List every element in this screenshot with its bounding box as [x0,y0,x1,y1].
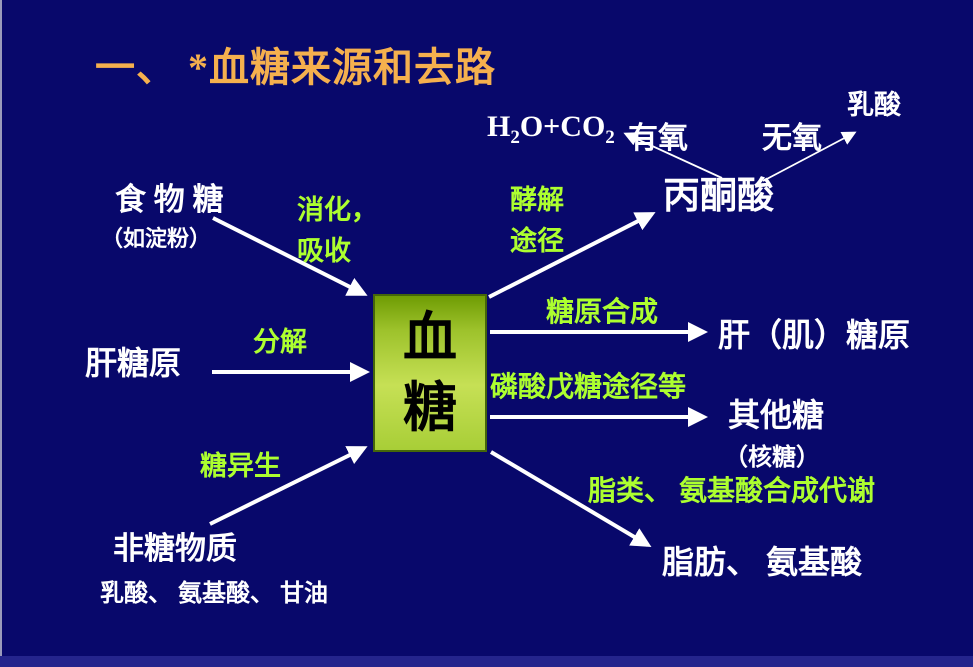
arrow-bloodsugar-to-fat [489,450,652,548]
food-sugar-note: （如淀粉） [101,226,212,251]
fat-amino-node: 脂肪、 氨基酸 [662,544,863,580]
h2o-subscript: 2 [605,127,615,148]
glycolysis-line2: 途径 [510,225,564,256]
arrow-pyruvate-to-h2o [623,132,723,179]
arrow-food-to-bloodsugar [212,216,368,296]
other-sugars-node: 其他糖 [728,397,825,433]
page-title: 一、 *血糖来源和去路 [95,45,496,90]
arrow-bloodsugar-to-pyruvate [488,212,656,299]
lipid-amino-synthesis-label: 脂类、 氨基酸合成代谢 [588,476,876,507]
liver-glycogen-source-node: 肝糖原 [85,345,182,381]
arrow-pyruvate-to-lactate [762,131,857,182]
anaerobic-label: 无氧 [762,122,822,155]
pentose-phosphate-label: 磷酸戊糖途径等 [490,372,687,403]
digestion-absorption-label: 消化， 吸收 [297,190,378,271]
non-sugar-note: 乳酸、 氨基酸、 甘油 [100,581,328,607]
h2o-part: O+CO [519,110,606,143]
slide-left-edge [0,0,2,667]
non-sugar-node: 非糖物质 [113,531,237,566]
breakdown-label: 分解 [253,327,307,357]
glycogen-synthesis-label: 糖原合成 [546,297,659,328]
liver-muscle-glycogen-node: 肝（肌）糖原 [718,317,911,353]
lactate-node: 乳酸 [847,90,901,120]
pyruvate-node: 丙酮酸 [663,176,774,217]
h2o-co2-label: H2O+CO2 [487,110,615,149]
h2o-part: H [487,110,511,143]
blood-sugar-char2: 糖 [403,378,457,438]
aerobic-label: 有氧 [628,122,688,155]
other-sugars-note: （核糖） [724,445,820,471]
slide-bottom-bar [0,656,973,667]
gluconeogenesis-label: 糖异生 [200,451,281,481]
arrow-nonsugar-to-bloodsugar [209,446,368,526]
blood-sugar-box: 血 糖 [373,294,487,452]
glycolysis-pathway-label: 酵解 途径 [510,180,564,261]
digestion-line2: 吸收 [297,235,351,266]
food-sugar-node: 食 物 糖 [115,182,224,217]
digestion-line1: 消化， [297,195,378,225]
glycolysis-line1: 酵解 [510,185,564,215]
h2o-subscript: 2 [510,127,520,148]
blood-sugar-char1: 血 [403,307,457,368]
